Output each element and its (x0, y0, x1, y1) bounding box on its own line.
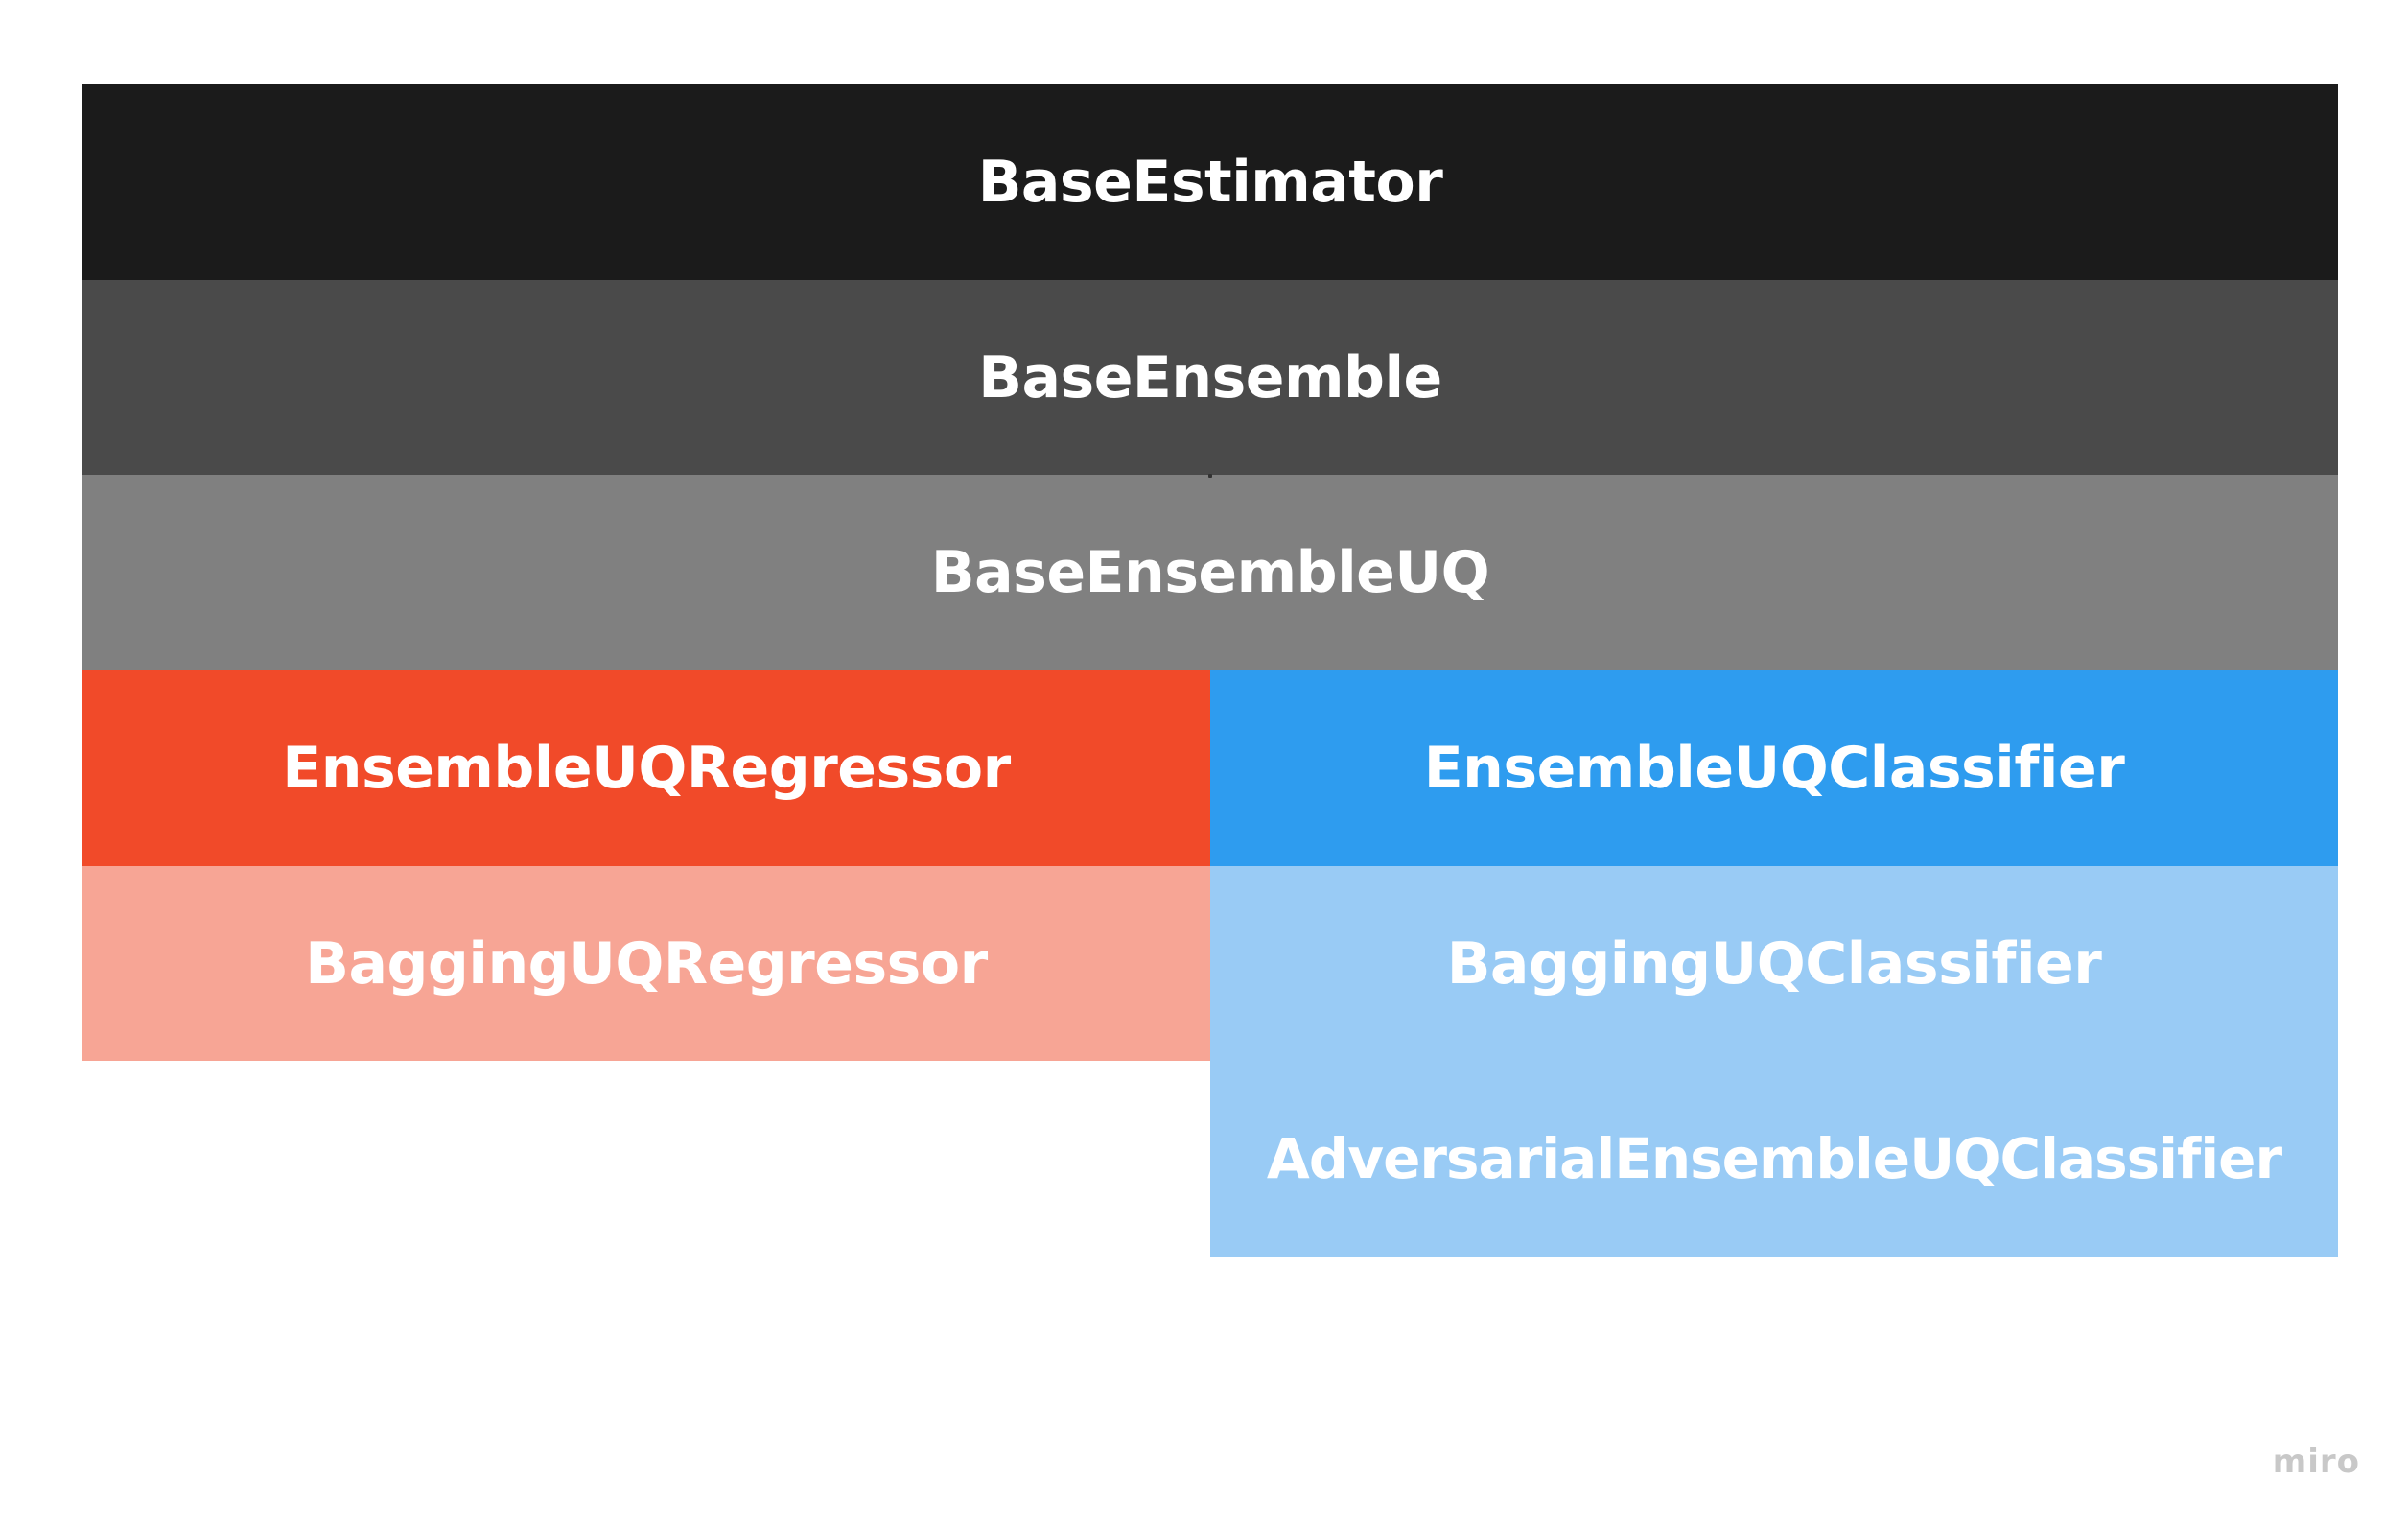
block-label: EnsembleUQClassifier (1423, 735, 2125, 802)
block-bagging-uq-classifier: BaggingUQClassifier (1210, 866, 2338, 1061)
block-base-estimator: BaseEstimator (82, 84, 2338, 280)
block-label: EnsembleUQRegressor (282, 735, 1011, 802)
block-adversarial-ensemble-uq-classifier: AdversarialEnsembleUQClassifier (1210, 1061, 2338, 1257)
block-ensemble-uq-classifier: EnsembleUQClassifier (1210, 670, 2338, 866)
connector-mark (1208, 474, 1212, 478)
block-base-ensemble-uq: BaseEnsembleUQ (82, 475, 2338, 670)
miro-watermark: miro (2272, 1443, 2360, 1481)
block-label: BaseEstimator (977, 149, 1443, 216)
block-bagging-uq-regressor: BaggingUQRegressor (82, 866, 1210, 1061)
block-label: BaggingUQRegressor (305, 929, 988, 998)
block-label: AdversarialEnsembleUQClassifier (1266, 1126, 2282, 1191)
block-label: BaseEnsemble (978, 343, 1442, 411)
block-ensemble-uq-regressor: EnsembleUQRegressor (82, 670, 1210, 866)
block-label: BaggingUQClassifier (1446, 929, 2102, 998)
block-label: BaseEnsembleUQ (930, 539, 1490, 606)
block-base-ensemble: BaseEnsemble (82, 280, 2338, 475)
